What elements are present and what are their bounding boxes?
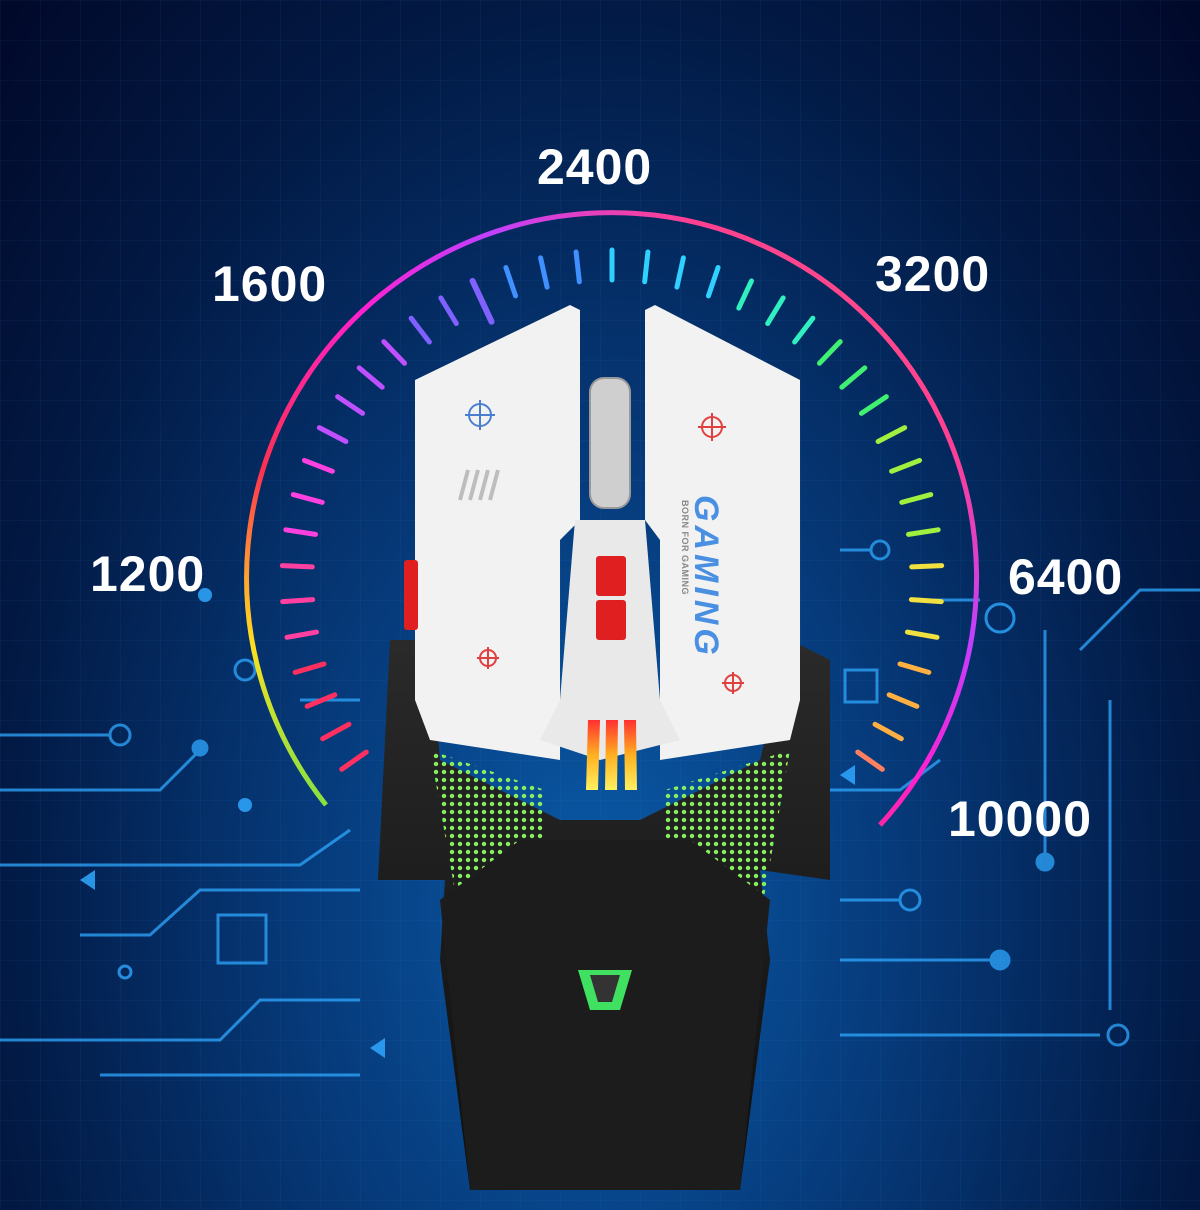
dpi-label-3200: 3200 [875,246,991,302]
dpi-label-1600: 1600 [212,256,328,312]
gaming-text: GAMING [687,495,725,659]
scroll-wheel [589,377,631,509]
dpi-label-10000: 10000 [948,791,1093,847]
gaming-mouse [378,305,830,1190]
tagline-text: BORN FOR GAMING [680,500,690,595]
dpi-label-2400: 2400 [537,139,653,195]
dpi-label-6400: 6400 [1008,549,1124,605]
dpi-label-1200: 1200 [90,546,206,602]
left-mouse-button [415,305,580,760]
right-mouse-button [645,305,800,760]
dpi-button [596,556,626,596]
